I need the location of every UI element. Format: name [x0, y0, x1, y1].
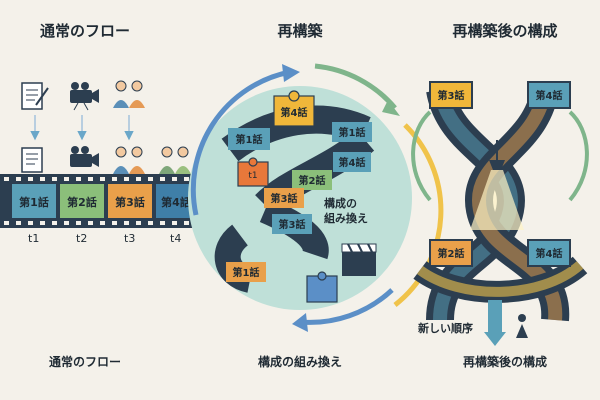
puzzle-piece-orange: t1 — [237, 157, 269, 187]
episode-label: 第2話 — [299, 174, 326, 187]
episode-cell — [60, 184, 104, 218]
cycle-arrow-blue — [190, 69, 291, 216]
camera-icon — [70, 82, 99, 111]
time-label: t1 — [28, 232, 40, 245]
restructure-note: 構成の 組み換え — [324, 197, 368, 225]
episode-cell — [12, 184, 56, 218]
flow-arrows — [30, 115, 134, 141]
episode-label: 第4話 — [536, 247, 563, 260]
episode-label: 第4話 — [281, 106, 308, 119]
section-footer-restructure: 構成の組み換え — [257, 355, 342, 369]
section-footer-normal: 通常のフロー — [48, 355, 121, 369]
episode-label: 第1話 — [339, 126, 366, 139]
new-order-label: 新しい順序 — [418, 322, 473, 335]
cycle-arrow-blue-lower — [299, 288, 394, 325]
episode-label: 第2話 — [67, 195, 97, 209]
section-heading-restructure: 再構築 — [277, 22, 323, 40]
rebuilt-tile: 第2話 — [429, 239, 473, 267]
episode-label: 第2話 — [438, 247, 465, 260]
filmstrip-normal: 第1話 第2話 第3話 第4話 — [0, 174, 198, 228]
episode-label: 第1話 — [233, 266, 260, 279]
time-label: t4 — [170, 232, 182, 245]
episode-cell — [108, 184, 152, 218]
section-heading-rebuilt: 再構築後の構成 — [452, 22, 558, 40]
episode-label: 第3話 — [438, 89, 465, 102]
document-icon — [21, 82, 49, 110]
section-heading-normal: 通常のフロー — [39, 22, 130, 40]
camera-icon-2 — [70, 146, 99, 167]
episode-label: 第3話 — [279, 218, 306, 231]
episode-label: 第3話 — [271, 192, 298, 205]
time-label: t3 — [124, 232, 136, 245]
puzzle-piece-blue — [306, 271, 338, 303]
episode-label: 第3話 — [115, 195, 145, 209]
episode-label: 第1話 — [236, 133, 263, 146]
clapperboard-icon — [341, 243, 377, 276]
episode-label: 第4話 — [161, 195, 191, 209]
side-arrow-green — [411, 110, 432, 202]
episode-label: 第1話 — [19, 195, 49, 209]
episode-label: 第4話 — [339, 156, 366, 169]
section-footer-rebuilt: 再構築後の構成 — [462, 355, 547, 369]
episode-label: 第4話 — [536, 89, 563, 102]
time-label: t2 — [76, 232, 88, 245]
rebuilt-tile: 第3話 — [429, 81, 473, 109]
people-icon-2 — [113, 146, 191, 174]
rebuilt-tile: 第4話 — [527, 81, 571, 109]
side-arrow-green — [568, 110, 589, 202]
rebuilt-tile: 第4話 — [527, 239, 571, 267]
cycle-arrow-yellow — [393, 123, 444, 307]
puzzle-piece-yellow: 第4話 — [273, 90, 315, 127]
people-icon — [113, 80, 145, 108]
document-icon-2 — [21, 147, 43, 173]
time-label: t1 — [248, 171, 257, 181]
person-figure — [516, 314, 528, 338]
spotlight-icon — [470, 140, 524, 230]
